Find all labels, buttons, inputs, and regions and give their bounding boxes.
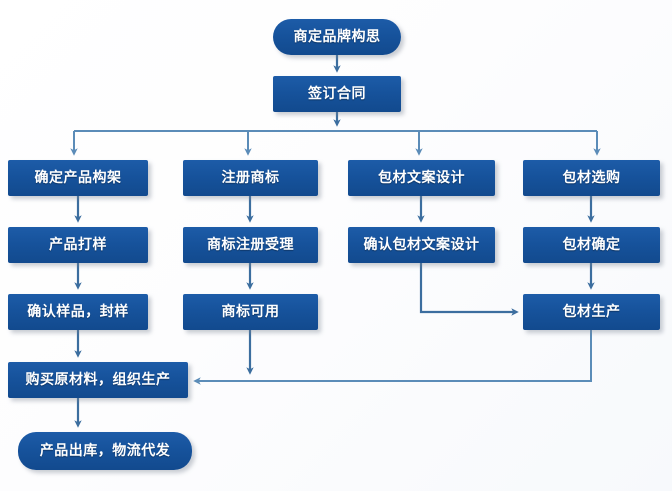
flow-node-label: 包材文案设计 [378, 170, 465, 186]
flow-node-n11[interactable]: 确认样品，封样 [8, 294, 148, 330]
flow-node-label: 商定品牌构思 [293, 29, 381, 45]
flow-node-label: 确定产品构架 [34, 170, 122, 186]
edge-n13-n14 [193, 330, 592, 385]
flow-node-n5[interactable]: 包材文案设计 [348, 160, 495, 196]
flow-node-label: 签订合同 [308, 86, 366, 102]
flow-node-n1[interactable]: 商定品牌构思 [273, 19, 401, 55]
flow-node-label: 注册商标 [221, 170, 280, 186]
flow-node-label: 商标可用 [221, 304, 280, 320]
flow-node-label: 包材选购 [562, 170, 621, 186]
flow-node-n7[interactable]: 产品打样 [8, 227, 148, 263]
flow-node-n6[interactable]: 包材选购 [523, 160, 660, 196]
flow-node-label: 产品出库，物流代发 [39, 443, 171, 459]
flow-node-n12[interactable]: 商标可用 [183, 294, 318, 330]
flow-node-n14[interactable]: 购买原材料，组织生产 [8, 362, 188, 398]
edge-n9-n13 [419, 263, 519, 316]
flow-node-label: 产品打样 [49, 237, 107, 253]
flow-node-n10[interactable]: 包材确定 [523, 227, 660, 263]
flow-node-n8[interactable]: 商标注册受理 [183, 227, 318, 263]
flow-node-n13[interactable]: 包材生产 [523, 294, 660, 330]
flow-node-n15[interactable]: 产品出库，物流代发 [18, 432, 192, 470]
flow-node-label: 确认包材文案设计 [363, 237, 480, 253]
flow-node-label: 确认样品，封样 [27, 304, 129, 320]
flow-node-label: 包材生产 [562, 304, 621, 320]
flow-node-label: 商标注册受理 [207, 237, 294, 253]
flow-node-n3[interactable]: 确定产品构架 [8, 160, 148, 196]
flow-node-n9[interactable]: 确认包材文案设计 [348, 227, 495, 263]
flow-node-n2[interactable]: 签订合同 [273, 76, 401, 112]
flow-node-label: 包材确定 [562, 237, 621, 253]
flow-node-label: 购买原材料，组织生产 [25, 372, 171, 388]
flow-node-n4[interactable]: 注册商标 [183, 160, 318, 196]
